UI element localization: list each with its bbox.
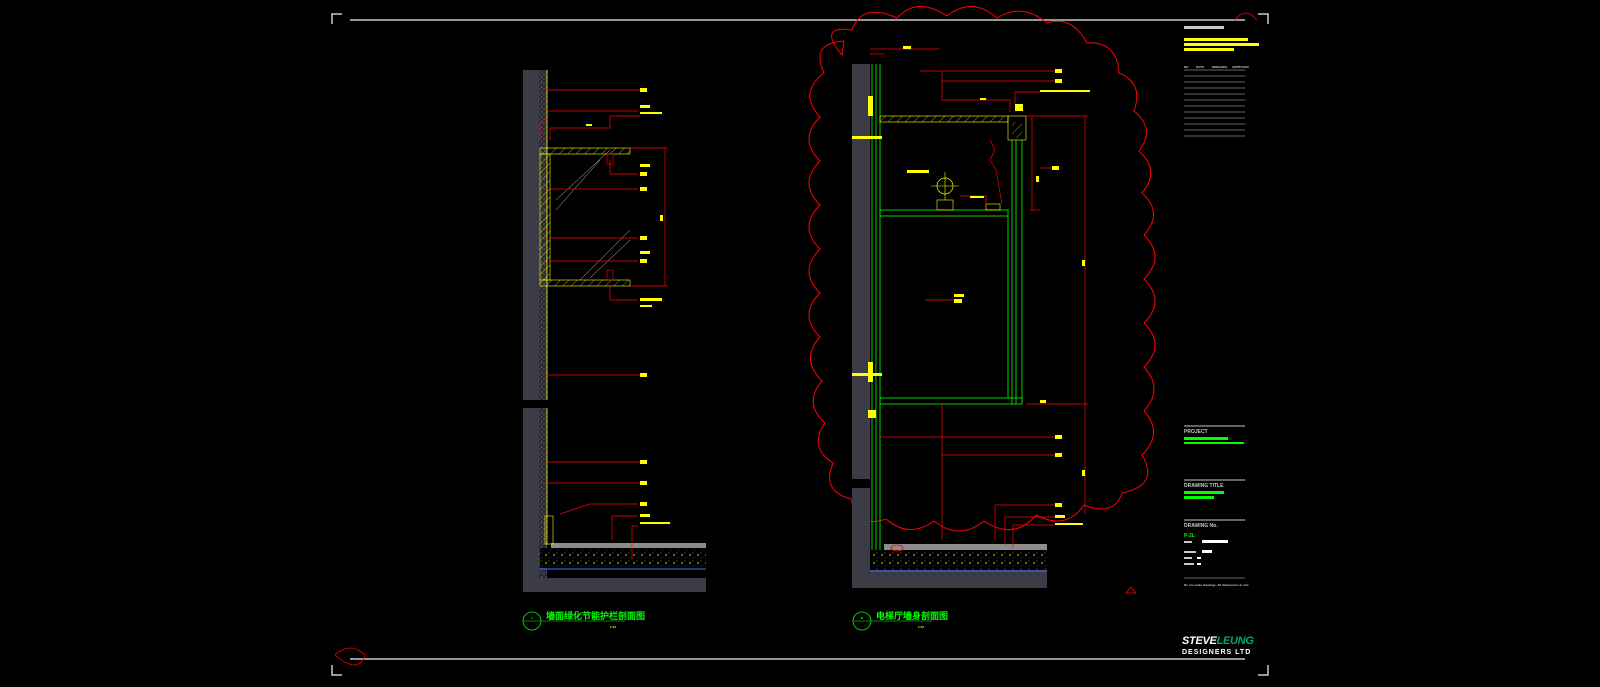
company-sub: DESIGNERS LTD: [1182, 649, 1252, 656]
drawing-no-label: DRAWING No.: [1184, 523, 1218, 529]
right-view-index: B: [861, 616, 864, 620]
revision-col-remarks: REMARKS: [1212, 65, 1227, 69]
drawing-no-value: P-2L: [1184, 533, 1195, 539]
left-section: A 墙面绿化节能护栏剖面图 1:10: [522, 70, 706, 631]
footer-note: Do not scale drawings. All dimensions in…: [1184, 583, 1249, 587]
revision-cloud-icon: [1234, 12, 1258, 21]
revision-col-date: DATE: [1196, 65, 1204, 69]
left-view-title-text: 墙面绿化节能护栏剖面图: [546, 610, 645, 621]
company-logo: STEVELEUNG DESIGNERS LTD: [1182, 636, 1262, 658]
north-arrow-icon: [1125, 586, 1137, 594]
right-view-title-text: 电梯厅墙身剖面图: [876, 610, 948, 621]
revision-table: NO DATE REMARKS APPROVED: [1184, 65, 1250, 137]
drawing-title-label: DRAWING TITLE: [1184, 483, 1224, 489]
right-view-scale: 1:10: [918, 625, 924, 629]
revision-col-no: NO: [1184, 65, 1189, 69]
company-name: STEVELEUNG: [1182, 636, 1262, 647]
company-name-b: LEUNG: [1216, 635, 1254, 647]
left-view-scale: 1:10: [610, 625, 616, 629]
right-section: B 电梯厅墙身剖面图 1:10: [808, 6, 1156, 631]
right-view-title: B 电梯厅墙身剖面图 1:10: [852, 610, 948, 631]
revision-cloud-outline: [808, 6, 1156, 532]
revision-col-approved: APPROVED: [1232, 65, 1250, 69]
company-name-a: STEVE: [1182, 635, 1217, 647]
left-view-title: A 墙面绿化节能护栏剖面图 1:10: [522, 610, 645, 631]
sheet-frame: [331, 13, 1269, 676]
project-label: PROJECT: [1184, 429, 1208, 435]
left-view-index: A: [531, 616, 534, 620]
title-block: NO DATE REMARKS APPROVED PROJECT: [1184, 26, 1259, 587]
